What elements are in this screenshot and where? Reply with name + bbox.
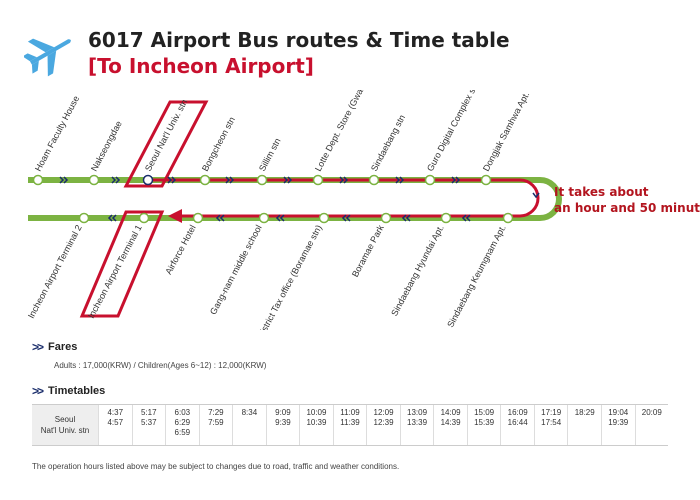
bottom-stop-markers [78,212,514,224]
departure-time: 15:39 [474,418,495,427]
departure-time: 5:17 [141,408,157,417]
stop-label-boramae-park: Boramae Park [350,223,386,279]
stop-label-hoam: Hoam Faculty House [33,94,81,173]
departure-time: 5:37 [141,418,157,427]
stop-label-nakseongdae: Nakseongdae [89,119,124,173]
departure-time: 16:09 [507,408,528,417]
departure-time: 8:34 [241,408,258,417]
timetable-station-cell: Seoul Nat'l Univ. stn [32,405,98,445]
stop-label-guro: Guro Digital Complex stn [425,90,481,173]
timetables-heading: >> Timetables [32,384,105,398]
stop-label-gangnam-school: Gang-nam middle school [208,223,264,316]
departure-time: 7:59 [208,418,224,427]
stop-label-sillim: Sillim stn [257,136,283,172]
station-name-line1: Seoul [54,415,76,424]
departure-time: 9:39 [275,418,291,427]
departure-time: 4:37 [107,408,124,417]
route-turnaround [539,177,562,221]
stop-label-hyundai-apt: Sindaebang Hyundai Apt. [389,223,446,317]
stop-label-sindaebang: Sindaebang stn [369,113,407,173]
departure-time: 16:44 [507,418,528,427]
departure-time: 19:39 [608,418,629,427]
departure-time: 4:57 [107,418,124,427]
route-highlight [148,178,540,218]
timetable-cell: 20:09 [634,405,669,445]
stop-label-dongjak-samhwa: Dongjak Samhwa Apt. [481,90,531,173]
departure-time: 13:09 [407,408,428,417]
departure-time: 19:04 [608,408,629,417]
double-chevron-icon: >> [32,340,44,354]
timetable-cell: 18:29 [567,405,601,445]
station-name-line2: Nat'l Univ. stn [40,426,90,435]
fares-heading: >> Fares [32,340,77,354]
departure-time: 13:39 [407,418,428,427]
duration-note-line2: an hour and 50 minutes [554,201,700,215]
departure-time: 14:09 [440,408,461,417]
departure-time: 11:09 [340,408,360,417]
route-map: Hoam Faculty House Nakseongdae Seoul Nat… [26,90,700,330]
departure-time: 9:09 [275,408,291,417]
turnaround-arrow [532,192,540,199]
fares-text: Adults : 17,000(KRW) / Children(Ages 6~1… [54,361,267,370]
alighting-stop-highlight [79,210,165,318]
departure-time: 12:09 [373,408,394,417]
departure-time: 17:54 [541,418,562,427]
duration-note-line1: It takes about [554,185,649,199]
direction-arrows-bottom [107,214,471,222]
departure-time: 20:09 [641,408,662,417]
departure-time: 6:03 [174,408,191,417]
double-chevron-icon: >> [32,384,44,398]
direction-arrows-top [59,176,461,184]
airplane-icon [22,26,76,78]
page-subtitle: [To Incheon Airport] [88,54,314,78]
footnote: The operation hours listed above may be … [32,462,400,471]
highlight-arrowhead [168,209,182,223]
departure-time: 12:39 [373,418,394,427]
top-stop-markers [32,174,492,186]
timetables-heading-label: Timetables [48,385,106,397]
departure-time: 14:39 [440,418,461,427]
timetable-cell: 8:34 [232,405,266,445]
stop-label-keumgnam-apt: Sindaebang Keumgnam Apt. [445,223,508,329]
departure-time: 17:19 [541,408,562,417]
stop-label-terminal-2: Incheon Airport Terminal 2 [26,223,84,320]
departure-time: 11:39 [340,418,360,427]
departure-time: 15:09 [474,408,495,417]
fares-heading-label: Fares [48,341,78,353]
departure-time: 10:09 [306,408,327,417]
departure-time: 10:39 [306,418,327,427]
departure-time: 18:29 [574,408,595,417]
stop-label-bongcheon: Bongcheon stn [200,115,237,173]
departure-time: 7:29 [208,408,224,417]
boarding-stop-highlight [123,100,209,188]
stop-label-airforce-hotel: Airforce Hotel [163,223,197,276]
departure-time: 6:59 [174,428,191,437]
page-title: 6017 Airport Bus routes & Time table [88,28,510,52]
departure-time: 6:29 [174,418,191,427]
